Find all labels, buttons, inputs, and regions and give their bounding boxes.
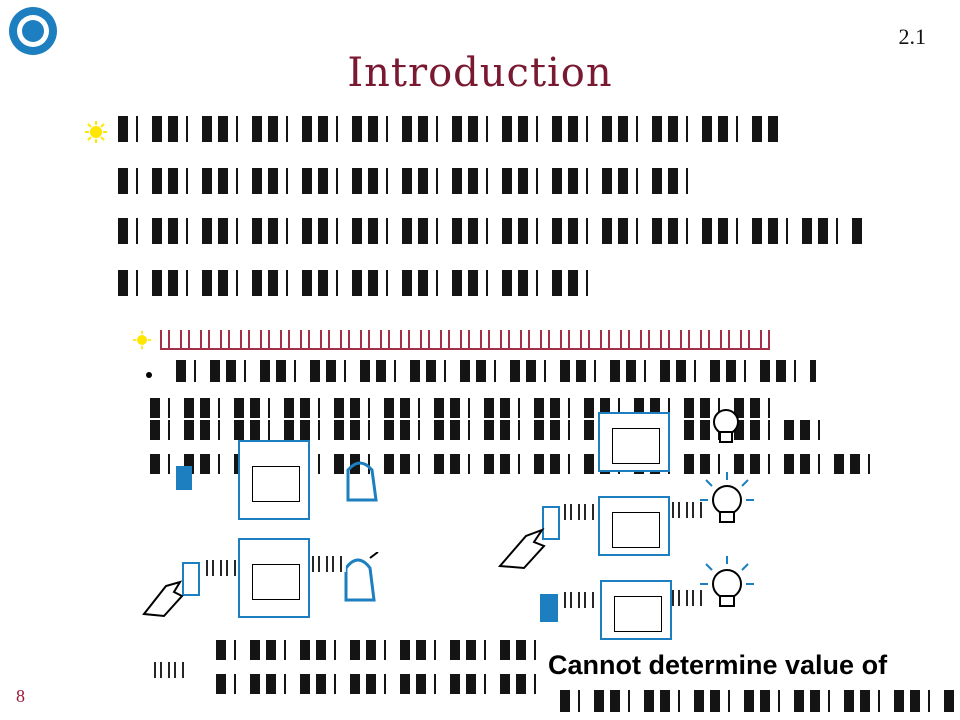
sun-bullet-icon	[84, 120, 108, 144]
garbled-bottom-line-3	[560, 690, 955, 712]
glyph-cluster	[672, 502, 702, 518]
garbled-text-line-6	[150, 398, 780, 418]
garbled-text-line-2	[118, 168, 698, 194]
device-box-icon	[238, 440, 310, 520]
glyph-cluster	[564, 504, 594, 520]
garbled-red-line	[160, 330, 770, 350]
device-box-icon	[598, 496, 670, 556]
garbled-bottom-line-2	[216, 674, 536, 694]
bottom-statement: Cannot determine value of	[548, 650, 888, 680]
device-input-icon	[182, 562, 200, 596]
slide-number: 8	[16, 686, 25, 706]
garbled-text-line-5	[176, 360, 816, 382]
pointing-hand-icon	[496, 520, 552, 580]
slide-title: Introduction	[347, 50, 613, 96]
glyph-cluster	[312, 556, 346, 572]
small-bullet	[146, 372, 152, 378]
glyph-cluster	[154, 662, 188, 678]
garbled-bottom-line-1	[216, 640, 546, 660]
device-input-icon	[540, 594, 558, 622]
glyph-cluster	[564, 592, 594, 608]
garbled-text-line-3	[118, 218, 868, 244]
light-bulb-icon	[692, 554, 762, 628]
device-box-icon	[238, 538, 310, 618]
device-input-icon	[542, 506, 560, 540]
glyph-cluster	[206, 560, 236, 576]
light-bulb-icon	[340, 551, 380, 608]
device-input-icon	[176, 466, 192, 490]
pointing-hand-icon	[140, 574, 190, 628]
light-bulb-icon	[692, 470, 762, 544]
glyph-cluster	[672, 590, 702, 606]
light-bulb-icon	[342, 456, 378, 508]
light-bulb-icon	[696, 396, 756, 460]
sun-bullet-icon	[132, 330, 152, 350]
garbled-text-line-4	[118, 270, 596, 296]
device-box-icon	[598, 412, 670, 472]
university-logo-icon	[8, 6, 58, 56]
garbled-text-line-8	[150, 454, 880, 474]
garbled-text-line-1	[118, 116, 780, 142]
page-number: 2.1	[898, 24, 927, 49]
device-box-icon	[600, 580, 672, 640]
